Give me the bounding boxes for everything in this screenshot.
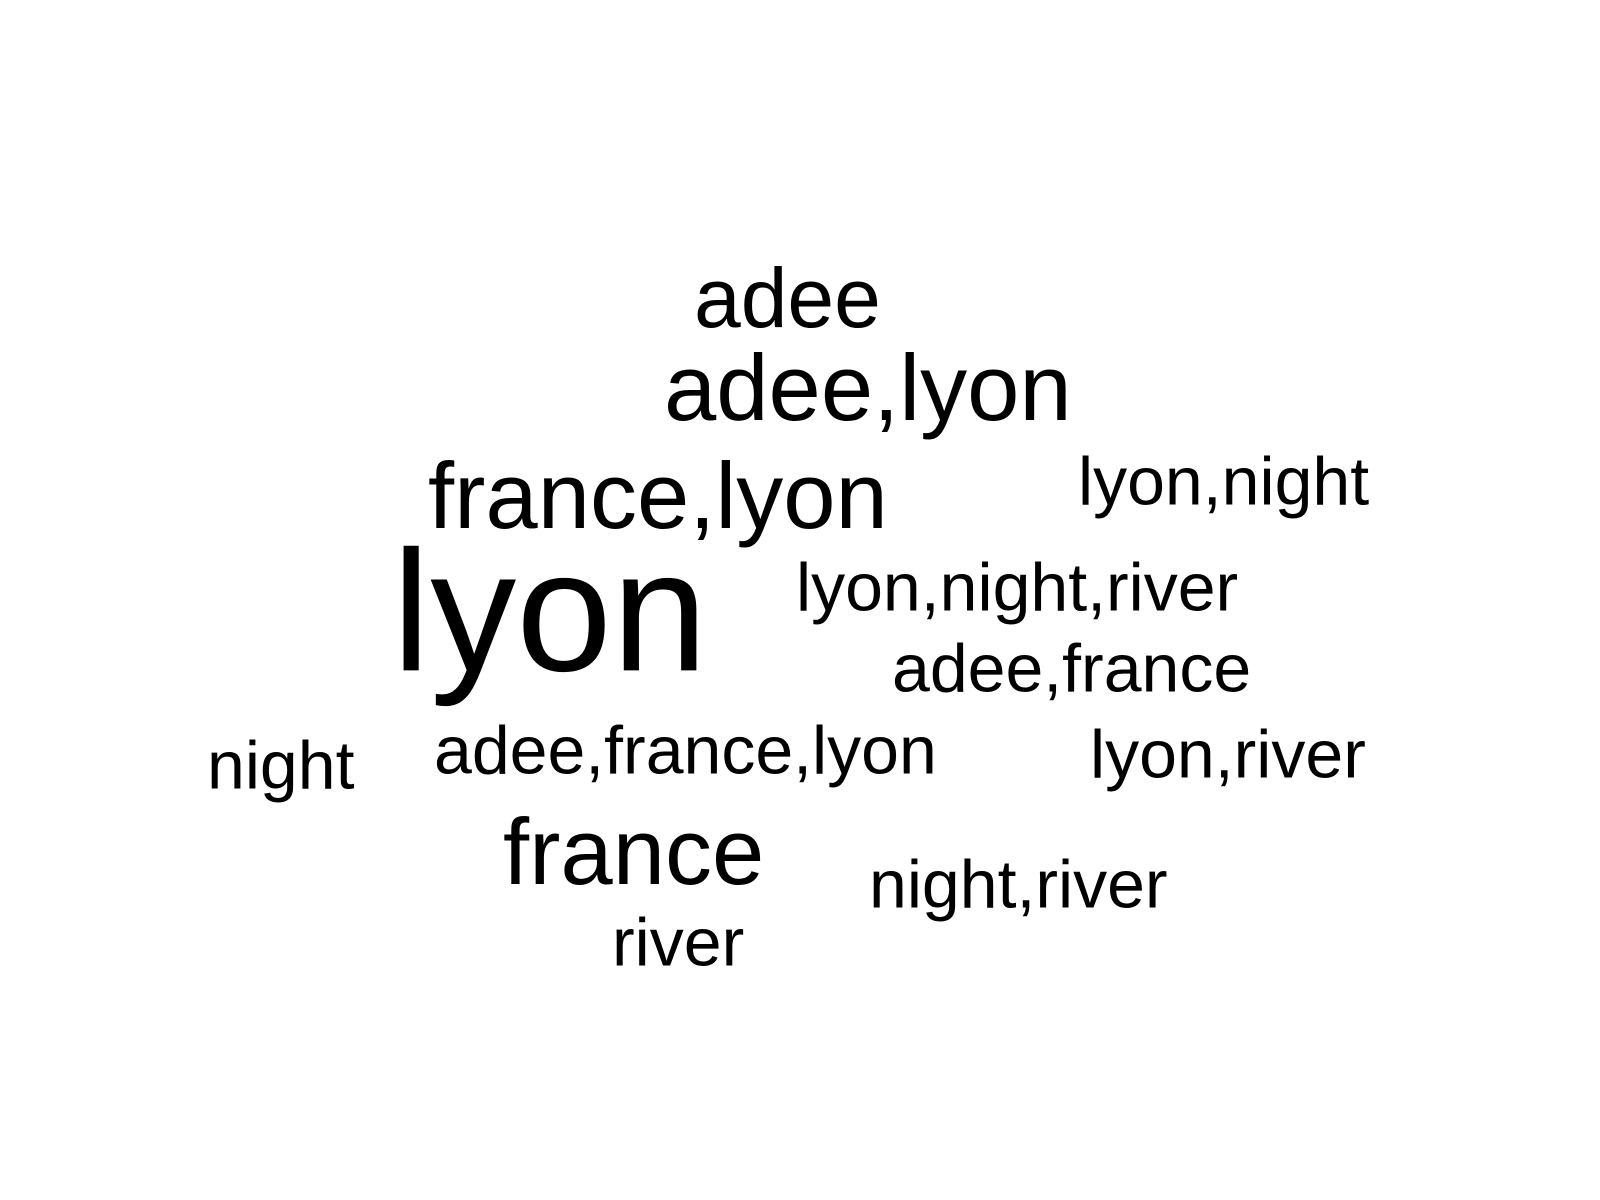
word-adee-france-lyon: adee,france,lyon [434,712,937,789]
word-france-lyon: france,lyon [428,442,888,548]
word-river: river [612,904,745,981]
word-adee-france: adee,france [892,630,1252,707]
word-lyon-night: lyon,night [1078,443,1370,520]
word-lyon-river: lyon,river [1090,716,1366,793]
word-adee: adee [694,250,881,345]
word-lyon-night-river: lyon,night,river [796,549,1239,626]
word-lyon: lyon [392,515,708,708]
word-night: night [207,727,355,804]
word-adee-lyon: adee,lyon [664,334,1072,440]
word-france: france [503,798,765,904]
word-night-river: night,river [869,846,1168,923]
